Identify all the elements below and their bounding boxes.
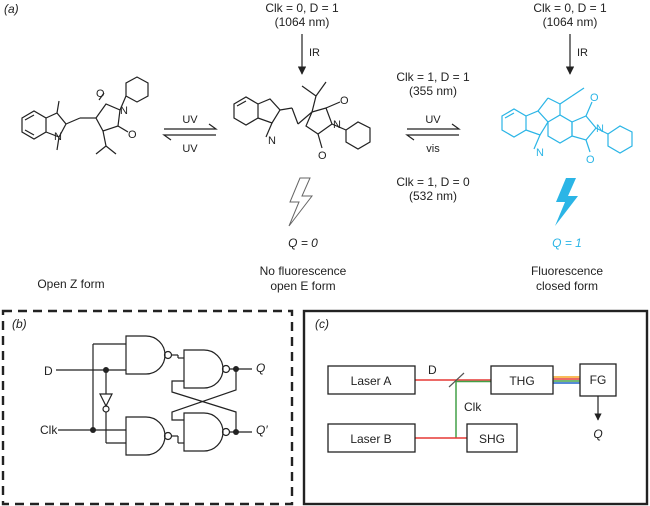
vis-label-right-bottom: vis (426, 143, 440, 155)
output-q-label-c: Q (593, 427, 602, 441)
nand-gate-1 (125, 335, 166, 375)
nand-gate-4 (183, 412, 224, 452)
junction-clk (90, 427, 96, 433)
atom-o-6: O (586, 154, 595, 166)
junction-qbar (233, 429, 239, 435)
laser-a-label: Laser A (351, 374, 392, 388)
ir-arrow-2-label: IR (577, 47, 588, 59)
ir-condition-1-line1: Clk = 0, D = 1 (265, 1, 339, 15)
atom-n-4: N (333, 119, 341, 131)
atom-o-5: O (590, 92, 599, 104)
junction-q (233, 366, 239, 372)
atom-o-3: O (340, 95, 349, 107)
output-qbar-label: Q′ (256, 423, 268, 437)
fg-label: FG (590, 373, 607, 387)
molecule-closed (501, 87, 633, 154)
atom-n-5: N (536, 147, 544, 159)
condition-532-line2: (532 nm) (409, 189, 457, 203)
panel-b-label: (b) (12, 317, 27, 331)
panel-c-label: (c) (315, 317, 329, 331)
panel-c: (c) Laser A Laser B THG SHG FG D Clk Q (302, 309, 649, 506)
ir-arrow-1-label: IR (309, 47, 320, 59)
input-clk-label: Clk (40, 423, 58, 437)
caption-open-z: Open Z form (37, 277, 104, 291)
equilibrium-arrow-left (162, 123, 218, 141)
uv-label-right-top: UV (425, 114, 441, 126)
beam-d-label: D (428, 363, 437, 377)
atom-n-2: N (54, 131, 62, 143)
uv-label-left-bottom: UV (182, 143, 198, 155)
input-d-label: D (44, 364, 53, 378)
panel-a-label: (a) (4, 2, 19, 16)
panel-c-frame (302, 309, 649, 506)
caption-open-e: open E form (270, 279, 335, 293)
atom-o-2: O (128, 129, 137, 141)
nand-gate-4-bubble (221, 427, 231, 437)
condition-355-line1: Clk = 1, D = 1 (396, 70, 470, 84)
junction-d (103, 367, 109, 373)
ir-condition-1-line2: (1064 nm) (275, 15, 330, 29)
caption-fluorescence: Fluorescence (531, 264, 603, 278)
nand-gate-2 (125, 416, 166, 456)
caption-no-fluorescence: No fluorescence (260, 264, 347, 278)
not-gate (99, 393, 113, 408)
atom-n-3: N (268, 135, 276, 147)
atom-o-1: O (96, 88, 105, 100)
panel-b-frame (1, 309, 294, 506)
molecule-open-z (21, 76, 149, 155)
thg-label: THG (509, 374, 534, 388)
caption-closed-form: closed form (536, 279, 598, 293)
atom-n-1: N (120, 105, 128, 117)
panel-a: (a) Clk = 0, D = 1 (1064 nm) IR Clk = 0,… (4, 1, 633, 293)
fg-box (579, 363, 617, 397)
uv-label-left-top: UV (182, 114, 198, 126)
q-one-label: Q = 1 (552, 236, 582, 250)
panel-b: (b) D Clk Q Q′ (1, 309, 294, 506)
condition-532-line1: Clk = 1, D = 0 (396, 175, 470, 189)
no-fluorescence-bolt-icon (288, 177, 314, 227)
nand-gate-3-bubble (221, 364, 231, 374)
output-q-label: Q (256, 361, 265, 375)
fluorescence-bolt-icon (555, 178, 578, 226)
atom-n-6: N (596, 123, 604, 135)
beam-clk-label: Clk (464, 400, 482, 414)
equilibrium-arrow-right (405, 123, 461, 141)
condition-355-line2: (355 nm) (409, 84, 457, 98)
shg-box (466, 423, 518, 453)
laser-a-box (327, 365, 416, 395)
atom-o-4: O (318, 150, 327, 162)
molecule-open-e (233, 81, 371, 150)
nand-gate-1-bubble (163, 350, 173, 360)
thg-box (490, 365, 554, 395)
beam-combiner-mirror (448, 372, 465, 388)
laser-b-label: Laser B (350, 432, 391, 446)
nand-gate-2-bubble (163, 431, 173, 441)
nand-gate-3 (183, 349, 224, 389)
ir-condition-2-line2: (1064 nm) (543, 15, 598, 29)
ir-condition-2-line1: Clk = 0, D = 1 (533, 1, 607, 15)
shg-label: SHG (479, 432, 505, 446)
q-zero-label: Q = 0 (288, 236, 318, 250)
laser-b-box (327, 423, 416, 453)
